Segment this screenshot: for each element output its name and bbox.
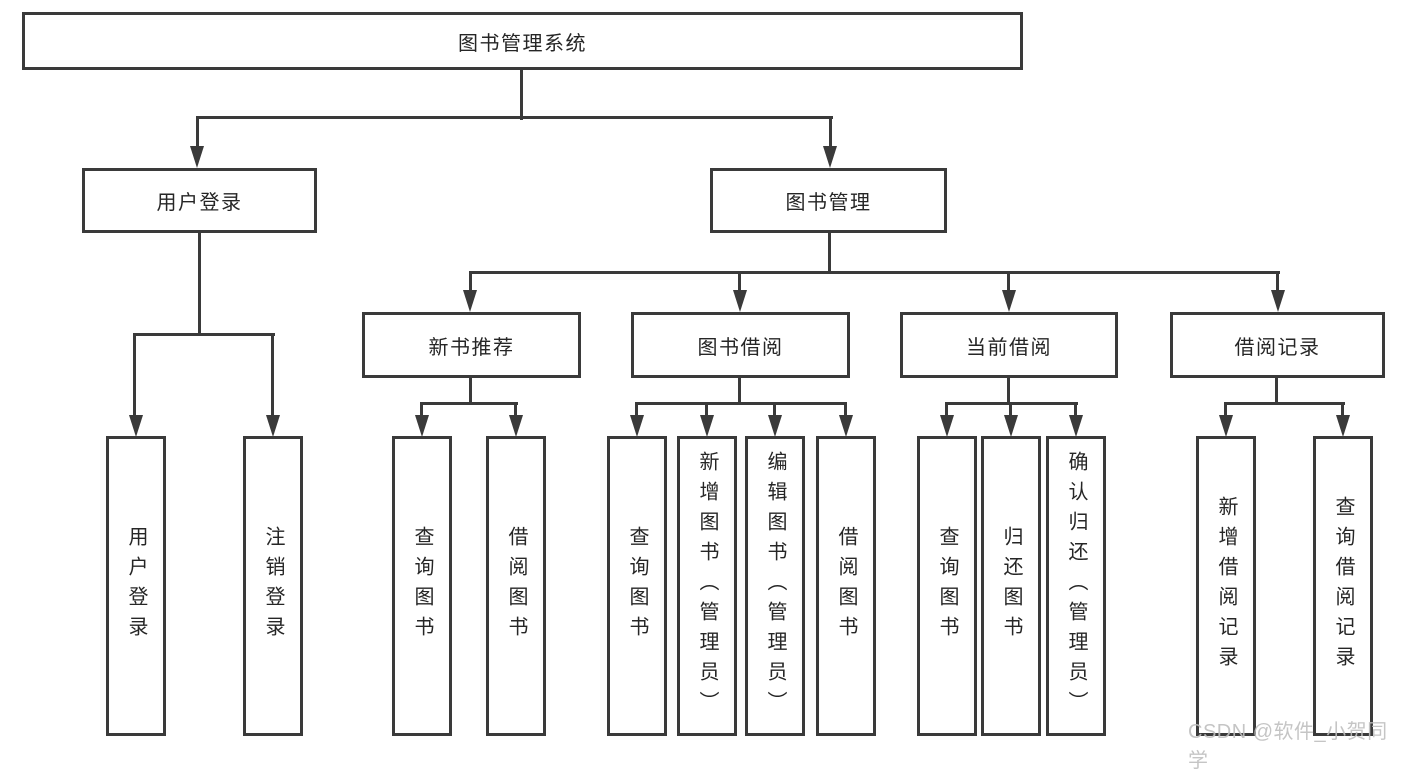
connector-line xyxy=(635,402,847,405)
connector-line xyxy=(1074,402,1077,417)
arrowhead-icon xyxy=(1004,415,1018,437)
csdn-watermark: CSDN @软件_小贺同学 xyxy=(1188,721,1388,772)
arrowhead-icon xyxy=(266,415,280,437)
node-user-login-branch: 用户登录 xyxy=(82,168,317,233)
connector-line xyxy=(705,402,708,417)
connector-line xyxy=(196,116,199,147)
connector-line xyxy=(738,271,741,292)
arrowhead-icon xyxy=(509,415,523,437)
leaf-logout: 注销登录 xyxy=(243,436,303,736)
connector-line xyxy=(773,402,776,417)
connector-line xyxy=(469,377,472,405)
hierarchy-diagram: 图书管理系统 用户登录 图书管理 新书推荐 图书借阅 当前借阅 借阅记录 用户登… xyxy=(22,12,1387,772)
connector-line xyxy=(828,232,831,274)
connector-line xyxy=(469,271,1280,274)
connector-line xyxy=(1275,377,1278,405)
arrowhead-icon xyxy=(1336,415,1350,437)
leaf-add-book-admin: 新增图书（管理员） xyxy=(677,436,737,736)
leaf-edit-book-admin: 编辑图书（管理员） xyxy=(745,436,805,736)
node-book-borrow: 图书借阅 xyxy=(631,312,850,378)
arrowhead-icon xyxy=(190,146,204,168)
leaf-query-book-1: 查询图书 xyxy=(392,436,452,736)
leaf-query-book-3: 查询图书 xyxy=(917,436,977,736)
connector-line xyxy=(271,333,274,417)
leaf-query-book-2: 查询图书 xyxy=(607,436,667,736)
connector-line xyxy=(469,271,472,292)
connector-line xyxy=(196,116,833,119)
connector-line xyxy=(420,402,423,417)
arrowhead-icon xyxy=(1002,290,1016,312)
arrowhead-icon xyxy=(1219,415,1233,437)
connector-line xyxy=(1009,402,1012,417)
connector-line xyxy=(1007,271,1010,292)
connector-line xyxy=(1007,377,1010,405)
node-book-management-branch: 图书管理 xyxy=(710,168,947,233)
connector-line xyxy=(844,402,847,417)
arrowhead-icon xyxy=(463,290,477,312)
node-new-book-recommend: 新书推荐 xyxy=(362,312,581,378)
leaf-add-borrow-record: 新增借阅记录 xyxy=(1196,436,1256,736)
arrowhead-icon xyxy=(940,415,954,437)
connector-line xyxy=(520,69,523,120)
leaf-borrow-book-1: 借阅图书 xyxy=(486,436,546,736)
leaf-user-login: 用户登录 xyxy=(106,436,166,736)
leaf-confirm-return-admin: 确认归还（管理员） xyxy=(1046,436,1106,736)
node-borrow-records: 借阅记录 xyxy=(1170,312,1385,378)
arrowhead-icon xyxy=(733,290,747,312)
arrowhead-icon xyxy=(700,415,714,437)
connector-line xyxy=(1224,402,1345,405)
connector-line xyxy=(133,333,136,417)
connector-line xyxy=(198,232,201,336)
connector-line xyxy=(738,377,741,405)
arrowhead-icon xyxy=(1069,415,1083,437)
leaf-return-book: 归还图书 xyxy=(981,436,1041,736)
arrowhead-icon xyxy=(1271,290,1285,312)
connector-line xyxy=(829,116,832,147)
connector-line xyxy=(945,402,948,417)
connector-line xyxy=(635,402,638,417)
arrowhead-icon xyxy=(415,415,429,437)
connector-line xyxy=(1224,402,1227,417)
connector-line xyxy=(1341,402,1344,417)
arrowhead-icon xyxy=(839,415,853,437)
connector-line xyxy=(1276,271,1279,292)
arrowhead-icon xyxy=(630,415,644,437)
leaf-borrow-book-2: 借阅图书 xyxy=(816,436,876,736)
connector-line xyxy=(514,402,517,417)
node-root: 图书管理系统 xyxy=(22,12,1023,70)
arrowhead-icon xyxy=(823,146,837,168)
connector-line xyxy=(133,333,275,336)
connector-line xyxy=(420,402,518,405)
leaf-query-borrow-record: 查询借阅记录 xyxy=(1313,436,1373,736)
arrowhead-icon xyxy=(129,415,143,437)
arrowhead-icon xyxy=(768,415,782,437)
node-current-borrow: 当前借阅 xyxy=(900,312,1118,378)
